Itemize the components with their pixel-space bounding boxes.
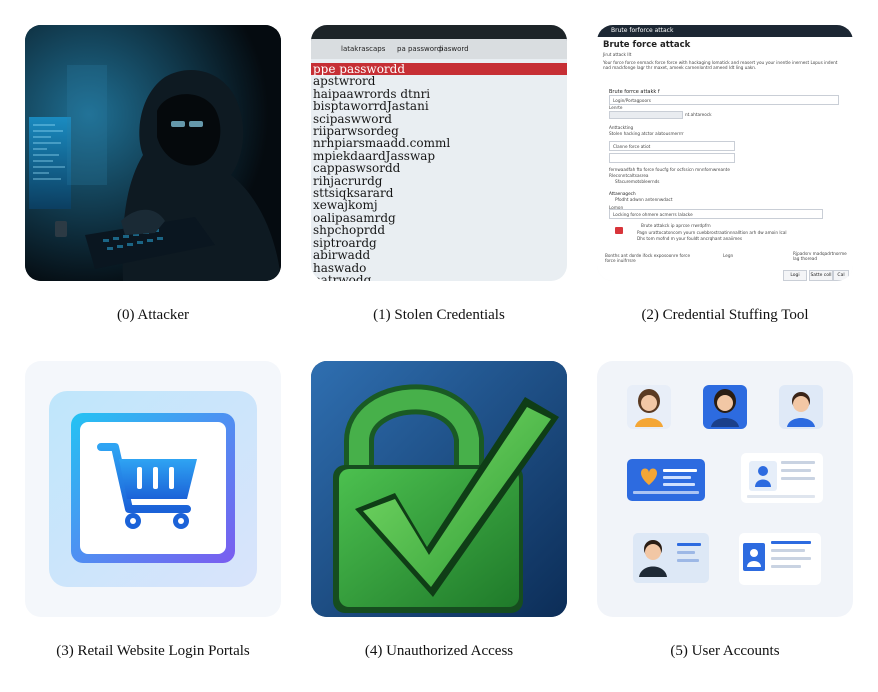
footer-mid: Legn <box>723 253 734 258</box>
account-card-profile <box>741 453 823 503</box>
url-suffix: nt.ahtareock <box>685 112 712 117</box>
padlock-checkmark-icon <box>311 361 567 617</box>
tab-1: latakrascaps <box>341 45 386 53</box>
caption-credential-stuffing-tool: (2) Credential Stuffing Tool <box>641 307 809 323</box>
caption-stolen-credentials: (1) Stolen Credentials <box>373 307 505 323</box>
account-card-heart <box>627 459 705 501</box>
credential-line: bisptaworrdJastani <box>313 99 429 114</box>
account-card-id <box>739 533 821 585</box>
brute-attack-option[interactable]: Brute attakck ip aprcse rrwrdpfrn <box>641 223 711 228</box>
label-lomon: Lomon <box>609 205 624 210</box>
option-1[interactable]: fernwaadfah fto force foucfg for ocfssic… <box>609 167 730 172</box>
tool-intro: Your force force enmack force force with… <box>603 60 838 70</box>
credential-line: nrhpiarsmaadd.comml <box>313 136 451 151</box>
attacker-image <box>25 25 281 281</box>
login-button[interactable]: Logi <box>783 270 807 281</box>
avatar-woman-icon <box>627 385 671 429</box>
credential-line: mpiekdaardJasswap <box>313 148 436 163</box>
credential-line: haswado <box>313 260 367 275</box>
credential-line: cappaswsordd <box>313 161 401 176</box>
option-pfotht[interactable]: Pfodht adwnn antennwdact <box>615 197 673 202</box>
option-stolen[interactable]: Stolen hacking atctor alatousmerrrr <box>609 131 684 136</box>
credential-line: ppe passwordd <box>311 63 567 75</box>
tool-subheading: Jirut attack IIt <box>603 52 632 57</box>
shopping-cart-icon <box>49 391 257 587</box>
tab-3: pasword <box>439 45 469 53</box>
page-note: Pagn urattocatoncom yourn cuebbrostraati… <box>637 230 787 235</box>
option-3[interactable]: Sfacuremotsbleernds <box>615 179 660 184</box>
credential-line: siptroardg <box>313 235 377 250</box>
window-title: Brute forforce attack <box>611 27 674 34</box>
footer-right: Rjpadsrv madqadrtnorme lag thoread <box>793 251 847 261</box>
caption-unauthorized-access: (4) Unauthorized Access <box>364 643 514 659</box>
credential-line: scipaswword <box>313 111 392 126</box>
cancel-button[interactable]: Cal <box>833 270 849 281</box>
tool-heading: Brute force attack <box>603 40 691 50</box>
caption-user-accounts: (5) User Accounts <box>670 643 780 659</box>
warning-icon <box>615 227 623 234</box>
credential-line: abirwadd <box>313 248 371 263</box>
window-titlebar: Brute forforce attack <box>597 25 853 37</box>
tab-2: pa passwordi <box>397 45 444 53</box>
caption-retail-portals: (3) Retail Website Login Portals <box>56 643 250 659</box>
avatar-man-icon <box>779 385 823 429</box>
account-card-man <box>633 533 709 583</box>
unauthorized-access-image <box>311 361 567 617</box>
clone-label: Clanne force atiot <box>613 144 651 149</box>
locking-label: Locking force ohmere acmerrs lalacke <box>613 212 693 217</box>
user-accounts-image <box>597 361 853 617</box>
credential-line: apstwrord <box>313 74 376 89</box>
clone-field[interactable]: Clanne force atiot <box>609 141 735 151</box>
credential-line: oalipasamrdg <box>313 210 396 225</box>
user-accounts-illustration <box>627 385 823 585</box>
credential-stuffing-tool-image: Brute forforce attack Brute force attack… <box>597 25 853 281</box>
credential-line: xewajkomj <box>313 198 378 213</box>
credential-line: riiparwsordeg <box>313 124 399 139</box>
label-lenrte: Lenrte <box>609 105 623 110</box>
tool-window: Brute forforce attack Brute force attack… <box>597 25 853 281</box>
option-2[interactable]: Rlecsnntcaltsasrea <box>609 173 649 178</box>
label-attack-mage: Attaenagech <box>609 191 636 196</box>
stolen-credentials-image: latakrascaps pa passwordi pasword ppe pa… <box>311 25 567 281</box>
credential-line: haipaawrords dtnri <box>313 86 431 101</box>
save-button[interactable]: Satte coll <box>809 270 833 281</box>
credential-line: sttsiqksarard <box>313 186 394 201</box>
label-attacking: Anttackting <box>609 125 634 130</box>
retail-portal-image <box>25 361 281 617</box>
credential-line: rihjacrurdg <box>313 173 383 188</box>
credential-line: patrwodg <box>313 272 372 281</box>
locking-field[interactable]: Locking force ohmere acmerrs lalacke <box>609 209 823 219</box>
login-placeholder: Login/Portagpoors <box>613 98 651 103</box>
url-field[interactable] <box>609 111 683 119</box>
avatar-woman-blue-icon <box>703 385 747 429</box>
hooded-hacker-icon <box>25 25 281 281</box>
browser-tabs: latakrascaps pa passwordi pasword <box>311 39 567 59</box>
credential-line: shpchoprdd <box>313 223 386 238</box>
caption-attacker: (0) Attacker <box>116 307 190 323</box>
login-url-field[interactable]: Login/Portagpoors <box>609 95 839 105</box>
footer-left: Bonths ant dorde ifock exposoonre force … <box>605 253 691 263</box>
second-field[interactable] <box>609 153 735 163</box>
page-note-2: Dhs tom mofnd m your fouldt ancrqhant an… <box>637 236 743 241</box>
section-title: Brute forrce attakk f <box>609 89 660 95</box>
